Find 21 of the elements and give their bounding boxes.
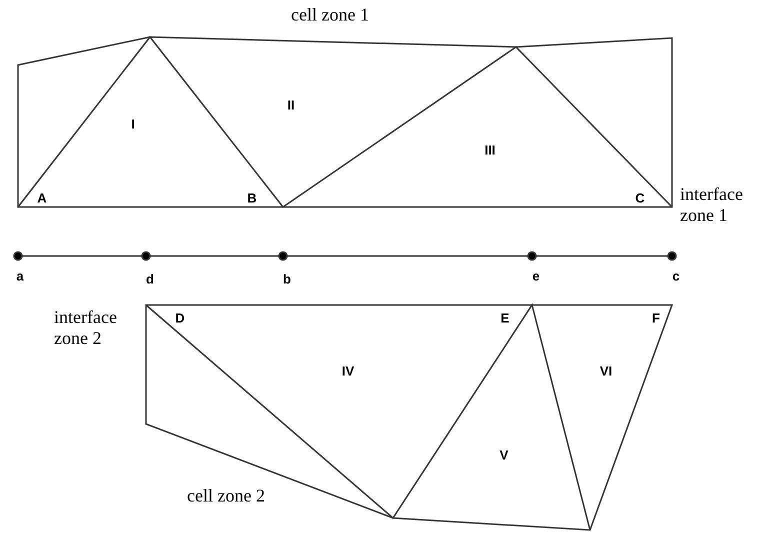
point-label: A xyxy=(37,190,47,206)
point-label: IV xyxy=(342,364,354,378)
point-label: I xyxy=(131,116,135,132)
point-label: c xyxy=(672,268,680,284)
point-label: e xyxy=(532,268,540,284)
point-label: II xyxy=(287,98,295,112)
zone-label: cell zone 1 xyxy=(291,4,369,26)
point-label: V xyxy=(500,448,508,462)
point-label: F xyxy=(652,310,660,326)
point-label: b xyxy=(283,272,291,286)
point-label: III xyxy=(484,142,496,158)
point-label: d xyxy=(146,272,154,286)
point-label: B xyxy=(247,190,257,206)
point-label: C xyxy=(635,190,645,206)
zone-label: interface zone 1 xyxy=(680,184,744,226)
point-label: VI xyxy=(600,364,612,378)
point-label: a xyxy=(16,268,24,284)
point-label: D xyxy=(175,310,185,326)
zone-label: interface zone 2 xyxy=(54,307,118,349)
zone-label: cell zone 2 xyxy=(187,486,265,506)
point-label: E xyxy=(500,310,510,326)
